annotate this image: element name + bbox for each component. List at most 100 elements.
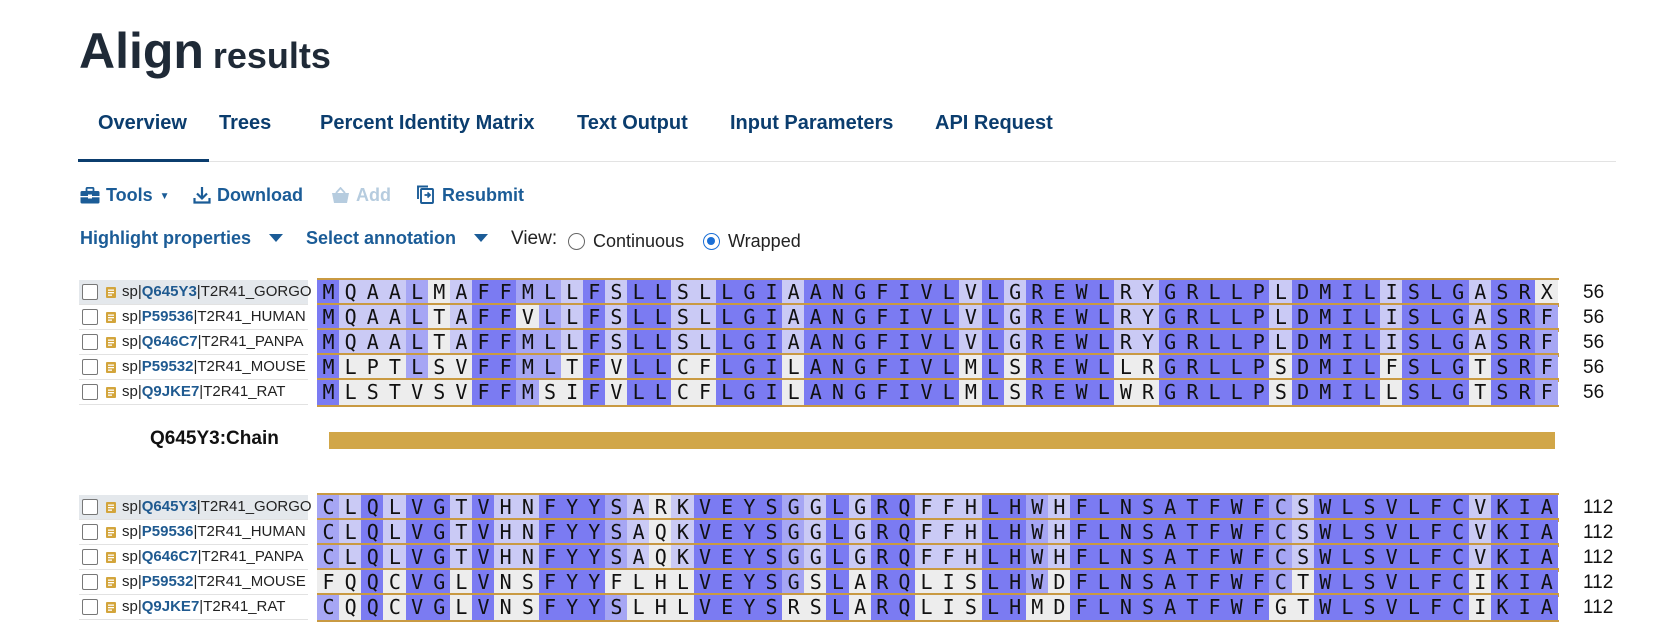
accession-link[interactable]: P59532	[141, 358, 194, 375]
residue: V	[405, 545, 429, 570]
residue: M	[1025, 595, 1049, 620]
residue: R	[649, 495, 673, 520]
tab-text-output[interactable]: Text Output	[577, 112, 688, 134]
residue: V	[915, 305, 939, 330]
residue: H	[494, 520, 518, 545]
accession-link[interactable]: Q645Y3	[141, 498, 197, 515]
residue: F	[1070, 595, 1094, 620]
residue: L	[1092, 595, 1116, 620]
residue: H	[1047, 520, 1071, 545]
residue: Y	[737, 570, 761, 595]
residue: C	[383, 570, 407, 595]
sequence-label: sp|Q9JKE7|T2R41_RAT	[79, 380, 308, 405]
residue: L	[538, 355, 562, 380]
accession-link[interactable]: P59536	[141, 523, 194, 540]
continuous-radio-button[interactable]	[568, 233, 585, 250]
residue: Y	[1136, 305, 1160, 330]
sequence-checkbox[interactable]	[82, 284, 98, 300]
residue: H	[1003, 495, 1027, 520]
sequence-checkbox[interactable]	[82, 309, 98, 325]
residue: E	[1047, 355, 1071, 380]
continuous-radio[interactable]: Continuous	[568, 231, 684, 252]
residue: I	[937, 570, 961, 595]
add-button[interactable]: Add	[331, 185, 391, 206]
tab-overview[interactable]: Overview	[78, 112, 209, 162]
residue: S	[760, 595, 783, 620]
residue: L	[1203, 280, 1226, 305]
accession-link[interactable]: P59532	[141, 573, 194, 590]
accession-link[interactable]: P59536	[141, 308, 194, 325]
tab-input-parameters[interactable]: Input Parameters	[730, 112, 894, 134]
residue: I	[1513, 595, 1537, 620]
residue: N	[826, 355, 850, 380]
residue: T	[1180, 545, 1204, 570]
residue: Q	[361, 520, 385, 545]
entry-name: |T2R41_MOUSE	[193, 573, 306, 590]
residue: C	[383, 595, 407, 620]
accession-link[interactable]: Q9JKE7	[141, 598, 200, 615]
sequence-checkbox[interactable]	[82, 549, 98, 565]
accession-link[interactable]: Q9JKE7	[141, 383, 200, 400]
basket-icon	[332, 186, 349, 203]
residue: F	[582, 280, 606, 305]
chain-annotation-bar[interactable]	[329, 432, 1555, 449]
residue: W	[1313, 545, 1337, 570]
residue: F	[1424, 545, 1448, 570]
sequence-checkbox[interactable]	[82, 574, 98, 590]
residue: V	[959, 330, 983, 355]
residue: L	[937, 355, 961, 380]
annotation-caret-icon[interactable]	[474, 234, 488, 242]
residue: S	[516, 595, 540, 620]
tab-percent-identity-matrix[interactable]: Percent Identity Matrix	[320, 112, 535, 134]
sequence-label: sp|Q645Y3|T2R41_GORGO	[79, 495, 312, 520]
residue: L	[627, 330, 651, 355]
residue: L	[981, 280, 1005, 305]
tools-button[interactable]: Tools▼	[80, 185, 170, 206]
residue: E	[1047, 330, 1071, 355]
tab-trees[interactable]: Trees	[219, 112, 272, 134]
residue: M	[516, 380, 540, 405]
residue: G	[782, 520, 806, 545]
sequence-checkbox[interactable]	[82, 334, 98, 350]
residue: F	[1070, 520, 1094, 545]
residue: S	[1269, 380, 1293, 405]
residue: R	[870, 545, 894, 570]
residue: A	[361, 330, 385, 355]
residue: G	[1446, 330, 1470, 355]
residue: F	[870, 330, 894, 355]
residue: T	[449, 520, 473, 545]
download-button[interactable]: Download	[193, 185, 303, 206]
highlight-properties-dropdown[interactable]: Highlight properties	[80, 228, 251, 248]
tab-api-request[interactable]: API Request	[935, 112, 1053, 134]
wrapped-radio[interactable]: Wrapped	[703, 231, 801, 252]
wrapped-radio-button[interactable]	[703, 233, 720, 250]
accession-link[interactable]: Q646C7	[141, 548, 198, 565]
residue: G	[427, 520, 451, 545]
residue: G	[848, 280, 872, 305]
entry-name: |T2R41_PANPA	[197, 548, 304, 565]
residue: L	[715, 330, 739, 355]
resubmit-icon	[417, 185, 434, 204]
accession-link[interactable]: Q646C7	[141, 333, 198, 350]
residue: L	[383, 520, 407, 545]
residue: A	[449, 330, 473, 355]
residue: V	[472, 595, 496, 620]
residue-count: 56	[1583, 282, 1605, 303]
sequence-checkbox[interactable]	[82, 384, 98, 400]
residue: S	[671, 330, 695, 355]
annotation-label: Q645Y3:Chain	[150, 428, 279, 449]
residue: K	[1490, 570, 1514, 595]
sequence-checkbox[interactable]	[82, 499, 98, 515]
resubmit-button[interactable]: Resubmit	[416, 185, 524, 206]
highlight-caret-icon[interactable]	[269, 234, 283, 242]
sequence-checkbox[interactable]	[82, 524, 98, 540]
accession-link[interactable]: Q645Y3	[141, 283, 197, 300]
sequence-checkbox[interactable]	[82, 359, 98, 375]
residue: Q	[361, 595, 385, 620]
select-annotation-dropdown[interactable]: Select annotation	[306, 228, 457, 248]
sequence-checkbox[interactable]	[82, 599, 98, 615]
database-entry-icon	[106, 312, 116, 323]
residue: L	[1424, 280, 1448, 305]
residue: L	[826, 545, 850, 570]
residue: G	[1446, 305, 1470, 330]
